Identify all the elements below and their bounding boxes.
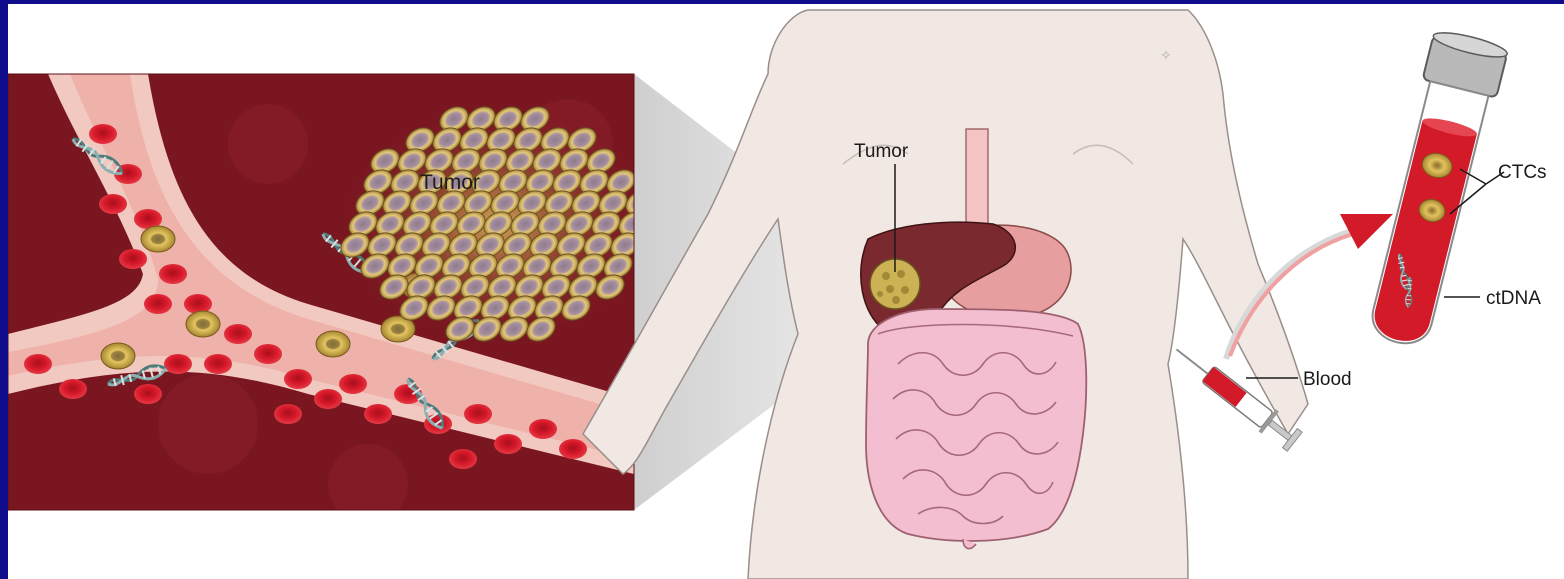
human-torso: [583, 10, 1308, 579]
blood-label: Blood: [1303, 369, 1352, 390]
body-tumor-label: Tumor: [854, 141, 909, 162]
liquid-biopsy-diagram: Tumor Tumor: [8, 4, 1564, 579]
inset-tumor-label: Tumor: [420, 171, 480, 194]
intestines: [866, 309, 1086, 541]
ctcs-label: CTCs: [1498, 162, 1547, 183]
bloodstream-inset: [8, 74, 658, 524]
diagram-canvas: Tumor Tumor: [8, 4, 1564, 579]
sparkle-icon: ✧: [1160, 47, 1172, 63]
ctdna-label: ctDNA: [1486, 288, 1541, 309]
